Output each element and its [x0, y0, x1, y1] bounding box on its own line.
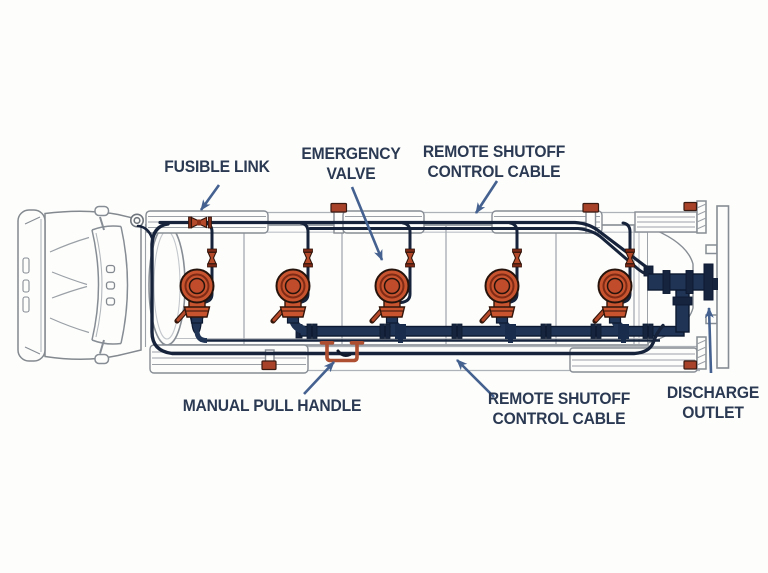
front-and-bottom-cable: [150, 222, 665, 356]
label-emergency-valve: EMERGENCY VALVE: [301, 144, 401, 183]
discharge-outlet-arrow: [704, 307, 714, 374]
exhaust-stack: [130, 213, 145, 228]
rear-crossmember-bottom: [696, 336, 707, 370]
label-remote-shutoff-bottom: REMOTE SHUTOFF CONTROL CABLE: [487, 389, 631, 428]
safety-fittings: [188, 201, 698, 371]
side-mirrors: [94, 205, 110, 365]
truck-cab: [17, 205, 147, 365]
fusible-link-main: [188, 216, 212, 229]
discharge-outlet-stub: [713, 278, 718, 290]
bumper-bracket: [705, 314, 718, 325]
walkway-bottom-left: [149, 344, 309, 374]
rear-bumper: [716, 205, 730, 369]
manual-pull-handle-arrow: [303, 361, 335, 395]
label-remote-shutoff-top: REMOTE SHUTOFF CONTROL CABLE: [422, 142, 566, 181]
riser-coupling: [672, 296, 693, 306]
bumper-bracket: [705, 244, 718, 255]
label-discharge-outlet: DISCHARGE OUTLET: [666, 383, 760, 422]
product-piping: [187, 263, 718, 343]
top-cable-run: [158, 220, 651, 271]
second-top-cable-run: [308, 227, 649, 276]
pipe-couplings: [306, 323, 654, 339]
label-manual-pull-handle: MANUAL PULL HANDLE: [182, 396, 362, 415]
manifold-tees: [395, 324, 629, 343]
windshield: [91, 225, 129, 345]
label-fusible-link: FUSIBLE LINK: [164, 157, 270, 176]
front-bumper: [17, 209, 46, 362]
bottom-walkways: [149, 344, 698, 374]
fusible-link-arrow: [199, 184, 221, 211]
cab-cable-stub: [136, 224, 154, 240]
discharge-outlet-flange: [703, 263, 714, 301]
frame-caps: [261, 201, 698, 371]
remote-cable-top-arrow: [474, 180, 499, 214]
rear-crossmember-top: [696, 200, 707, 234]
handle-cable-hook: [336, 349, 352, 357]
hood-crease-lines: [49, 236, 90, 334]
compartment-dividers: [243, 226, 640, 344]
remote-cable-bottom-arrow: [456, 359, 495, 398]
manual-pull-handle: [319, 340, 365, 363]
cab-vents: [105, 264, 116, 306]
emergency-valve-arrow: [350, 186, 384, 261]
shutoff-cables: [136, 220, 665, 357]
discharge-pipe: [647, 273, 707, 291]
callout-arrows: [199, 180, 714, 398]
